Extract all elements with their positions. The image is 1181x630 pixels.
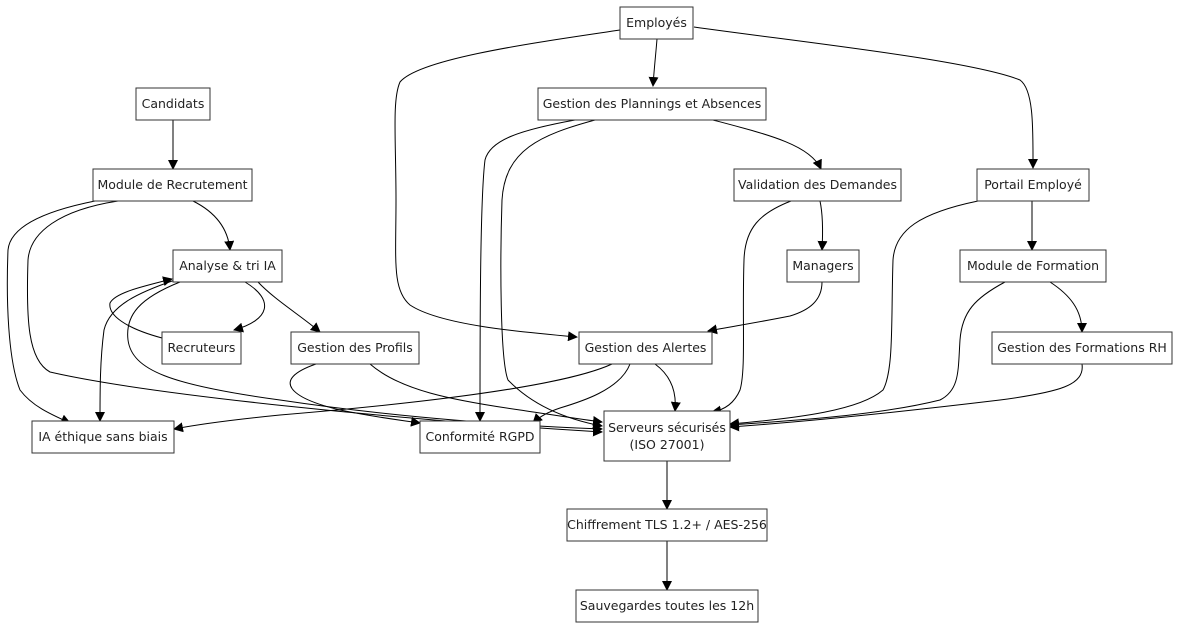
node-candidats: Candidats xyxy=(135,87,211,121)
node-validation-label: Validation des Demandes xyxy=(738,177,897,192)
node-alertes-label: Gestion des Alertes xyxy=(585,340,707,355)
edge-alertes-rgpd xyxy=(532,363,631,424)
node-chiffrement: Chiffrement TLS 1.2+ / AES-256 xyxy=(566,508,768,542)
edge-formationsrh-serveurs xyxy=(729,363,1083,432)
edges xyxy=(6,26,1087,591)
node-serveurs-label-line2: (ISO 27001) xyxy=(630,437,705,452)
node-profils-label: Gestion des Profils xyxy=(297,340,413,355)
node-module-recrutement: Module de Recrutement xyxy=(92,168,253,202)
node-module-recrutement-label: Module de Recrutement xyxy=(97,177,247,192)
edge-analyse-recruteurs xyxy=(233,281,265,333)
edge-plannings-rgpd xyxy=(475,119,576,422)
node-chiffrement-label: Chiffrement TLS 1.2+ / AES-256 xyxy=(567,517,767,532)
node-ia-ethique-label: IA éthique sans biais xyxy=(38,429,167,444)
node-candidats-label: Candidats xyxy=(142,96,205,111)
edge-alertes-serveurs xyxy=(654,363,681,412)
node-module-formation-label: Module de Formation xyxy=(967,258,1099,273)
edge-plannings-validation xyxy=(712,119,822,170)
node-portail: Portail Employé xyxy=(976,168,1090,202)
node-recruteurs: Recruteurs xyxy=(161,331,242,365)
node-managers-label: Managers xyxy=(792,258,853,273)
node-profils: Gestion des Profils xyxy=(290,331,420,365)
node-analyse-ia-label: Analyse & tri IA xyxy=(179,258,276,273)
edge-plannings-serveurs xyxy=(500,119,603,430)
edge-employes-plannings xyxy=(648,38,659,87)
edge-recruteurs-analyse xyxy=(109,276,173,339)
node-rgpd: Conformité RGPD xyxy=(419,420,541,454)
node-serveurs-label-line1: Serveurs sécurisés xyxy=(608,420,726,435)
edge-recrutement-analyse xyxy=(192,200,235,251)
edge-portail-serveurs xyxy=(729,200,979,429)
edge-alertes-iaethique xyxy=(173,363,613,433)
node-validation: Validation des Demandes xyxy=(733,168,902,202)
edge-formation-formationsrh xyxy=(1049,281,1087,333)
edge-profils-rgpd xyxy=(289,363,421,427)
node-employes: Employés xyxy=(619,6,694,40)
edge-analyse-profils xyxy=(257,281,321,333)
node-formations-rh-label: Gestion des Formations RH xyxy=(997,340,1167,355)
node-module-formation: Module de Formation xyxy=(959,249,1107,283)
node-ia-ethique: IA éthique sans biais xyxy=(31,420,175,454)
node-alertes: Gestion des Alertes xyxy=(578,331,713,365)
node-rgpd-label: Conformité RGPD xyxy=(425,429,534,444)
edge-validation-managers xyxy=(817,200,828,251)
node-analyse-ia: Analyse & tri IA xyxy=(172,249,283,283)
node-plannings-label: Gestion des Plannings et Absences xyxy=(543,96,762,111)
node-sauvegardes-label: Sauvegardes toutes les 12h xyxy=(580,598,754,613)
node-portail-label: Portail Employé xyxy=(984,177,1082,192)
edge-formation-serveurs xyxy=(729,281,1006,430)
edge-recrutement-iaethique xyxy=(6,200,96,424)
node-employes-label: Employés xyxy=(626,15,687,30)
edge-employes-portail xyxy=(693,26,1039,169)
node-serveurs: Serveurs sécurisés (ISO 27001) xyxy=(603,410,731,462)
edge-profils-serveurs xyxy=(369,363,603,426)
edge-analyse-iaethique xyxy=(95,279,176,422)
edge-recrutement-serveurs xyxy=(26,200,603,437)
node-sauvegardes: Sauvegardes toutes les 12h xyxy=(575,589,759,623)
node-formations-rh: Gestion des Formations RH xyxy=(991,331,1173,365)
node-recruteurs-label: Recruteurs xyxy=(168,340,236,355)
edge-validation-serveurs xyxy=(711,200,792,416)
node-managers: Managers xyxy=(786,249,860,283)
edge-employes-alertes xyxy=(394,29,621,342)
edge-managers-alertes xyxy=(707,281,823,335)
node-plannings: Gestion des Plannings et Absences xyxy=(537,87,767,121)
